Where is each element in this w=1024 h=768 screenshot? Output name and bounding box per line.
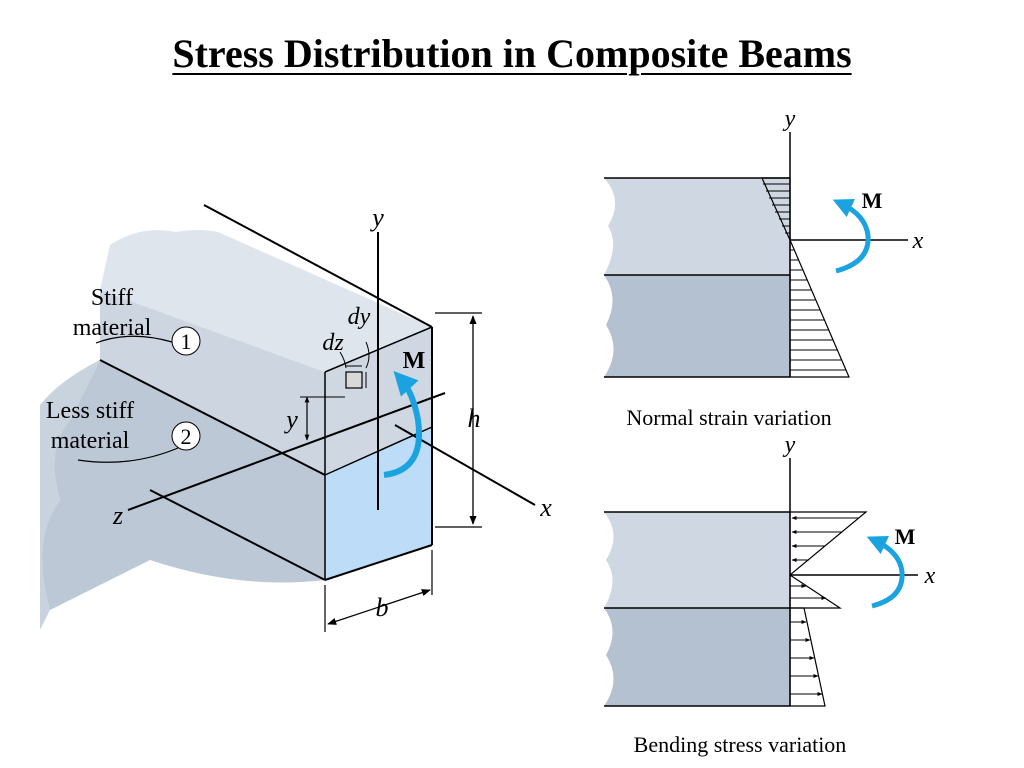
strain-moment-label: M — [862, 188, 883, 213]
beam-moment-label: M — [403, 348, 426, 374]
stress-compression-triangle — [789, 511, 868, 577]
beam-axis-y-label: y — [369, 203, 384, 232]
label-stiff-line2: material — [73, 315, 152, 341]
stress-moment-arrow — [866, 535, 905, 609]
beam-axis-x-label: x — [539, 493, 552, 522]
label-less-line1: Less stiff — [46, 398, 134, 424]
stress-diagram: y x M Bending stress variation — [604, 432, 936, 757]
element-dy-label: dy — [348, 304, 371, 330]
dimension-b-label: b — [376, 593, 389, 622]
beam-lower-side — [42, 360, 325, 610]
slide-title: Stress Distribution in Composite Beams — [172, 31, 852, 76]
stress-caption: Bending stress variation — [634, 732, 847, 757]
region-1-circle — [171, 326, 201, 356]
strain-moment-arrow — [832, 198, 871, 274]
strain-axis-y-label: y — [783, 106, 796, 132]
dimension-y-label: y — [283, 405, 298, 434]
beam-axis-z-label: z — [112, 501, 123, 530]
beam-left-cut — [40, 360, 100, 630]
strain-top-material — [604, 178, 790, 275]
stress-axis-x-label: x — [924, 563, 936, 589]
strain-axis-x-label: x — [912, 228, 924, 254]
stress-bottom-material — [604, 608, 790, 706]
region-1-number: 1 — [181, 329, 192, 354]
label-stiff-line1: Stiff — [91, 285, 133, 311]
element-dzdy — [345, 371, 363, 389]
stress-moment-label: M — [895, 524, 916, 549]
label-less-line2: material — [51, 428, 130, 454]
stress-tension-upper-triangle — [789, 573, 842, 609]
beam-3d: Stiff material Less stiff material 1 2 y… — [40, 203, 552, 632]
strain-diagram: y x M Normal strain variation — [604, 106, 924, 430]
beam-top-face — [100, 230, 432, 372]
strain-bottom-material — [604, 275, 790, 377]
stress-tension-lower-triangle — [789, 607, 826, 707]
strain-tension-triangle — [789, 239, 850, 378]
stress-top-material — [604, 512, 790, 608]
dimension-h-label: h — [468, 404, 481, 433]
beam-moment-arrow — [383, 370, 422, 478]
stress-axis-y-label: y — [783, 432, 796, 458]
element-dz-label: dz — [322, 330, 344, 356]
region-2-number: 2 — [181, 424, 192, 449]
strain-caption: Normal strain variation — [626, 405, 831, 430]
axis-z-line — [127, 392, 446, 511]
region-2-circle — [171, 421, 201, 451]
beam-upper-side — [100, 290, 325, 475]
